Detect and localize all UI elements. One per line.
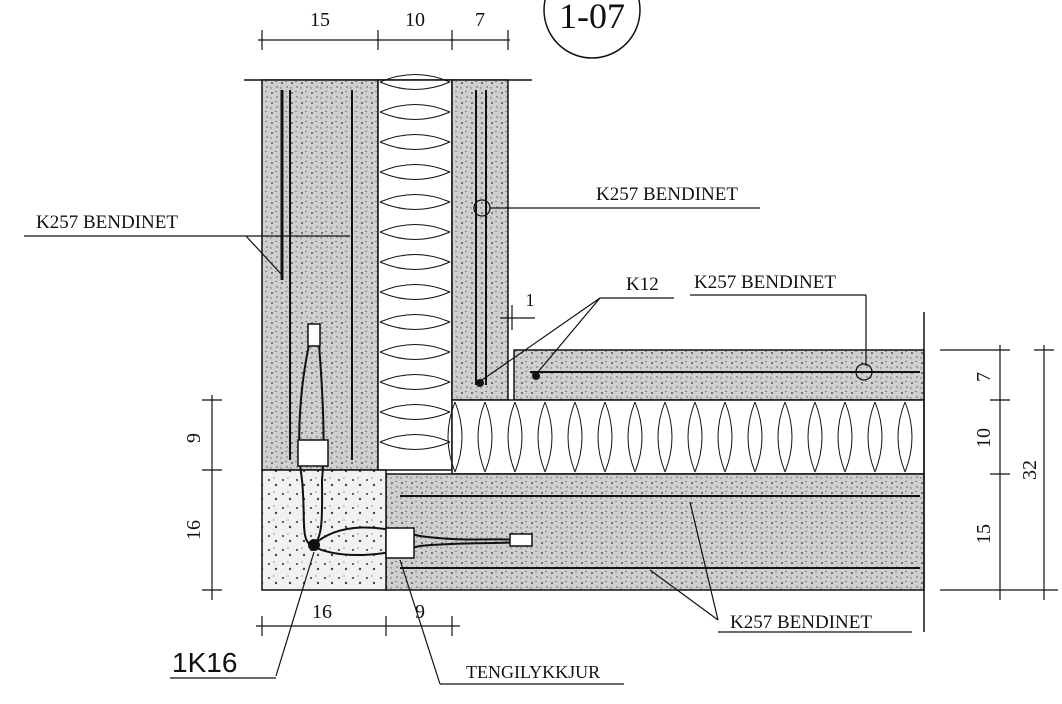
callout-tension-loop: TENGILYKKJUR bbox=[399, 559, 624, 685]
dim-right-3: 15 bbox=[973, 524, 995, 544]
inner-concrete-leaf bbox=[451, 79, 509, 401]
label-k257-bottom: K257 BENDINET bbox=[730, 612, 872, 633]
detail-circle bbox=[543, 0, 641, 59]
outer-concrete-leaf-horizontal bbox=[385, 473, 925, 591]
dim-right-1: 7 bbox=[973, 372, 995, 382]
label-k12: K12 bbox=[626, 274, 659, 295]
right-dimensions: 7 10 15 32 bbox=[940, 345, 1058, 600]
insulation-hatch-vertical bbox=[379, 74, 451, 450]
k16-bar bbox=[308, 539, 320, 551]
corner-grout bbox=[261, 323, 533, 591]
label-k257-left: K257 BENDINET bbox=[36, 212, 178, 233]
dim-right-2: 10 bbox=[973, 428, 995, 448]
callout-k12: K12 bbox=[481, 274, 674, 381]
callout-k257-bottom: K257 BENDINET bbox=[649, 501, 912, 633]
dim-left-1: 9 bbox=[183, 433, 205, 443]
label-k257-upper-right: K257 BENDINET bbox=[596, 184, 738, 205]
insulation-hatch-horizontal bbox=[447, 401, 913, 473]
detail-bubble: 1-07 bbox=[543, 0, 641, 59]
bottom-dimensions: 16 9 bbox=[256, 601, 460, 636]
detail-id: 1-07 bbox=[559, 0, 625, 36]
dim-left-2: 16 bbox=[183, 520, 205, 540]
dim-gap: 1 bbox=[526, 290, 535, 310]
k12-bar-horizontal bbox=[532, 372, 540, 380]
callout-k257-left: K257 BENDINET bbox=[24, 212, 350, 276]
callout-k16: 1K16 bbox=[170, 551, 315, 679]
horizontal-wall bbox=[385, 312, 925, 632]
dim-bottom-1: 16 bbox=[312, 601, 332, 623]
label-tension-loop: TENGILYKKJUR bbox=[466, 662, 600, 682]
label-k16: 1K16 bbox=[172, 647, 237, 678]
loop-anchor-right bbox=[509, 533, 533, 547]
inner-concrete-leaf-horizontal bbox=[513, 349, 925, 401]
left-dimensions: 9 16 bbox=[183, 395, 222, 600]
outer-concrete-leaf bbox=[261, 79, 379, 471]
callout-k257-mid-right: K257 BENDINET bbox=[690, 272, 873, 381]
loop-plate-vertical bbox=[297, 439, 329, 467]
dim-top-2: 10 bbox=[405, 9, 425, 31]
dim-top-1: 15 bbox=[310, 9, 330, 31]
callout-k257-upper-right: K257 BENDINET bbox=[473, 184, 760, 217]
label-k257-mid-right: K257 BENDINET bbox=[694, 272, 836, 293]
dim-right-total: 32 bbox=[1019, 460, 1041, 480]
dim-top-3: 7 bbox=[475, 9, 485, 31]
dim-bottom-2: 9 bbox=[415, 601, 425, 623]
tension-loop-horizontal bbox=[311, 526, 521, 557]
top-dimensions: 15 10 7 bbox=[258, 9, 510, 50]
gap-dimension: 1 bbox=[500, 290, 535, 330]
loop-plate-horizontal bbox=[385, 527, 415, 559]
grout-block bbox=[261, 469, 387, 591]
k12-bar-vertical bbox=[476, 379, 484, 387]
loop-anchor-top bbox=[307, 323, 321, 347]
